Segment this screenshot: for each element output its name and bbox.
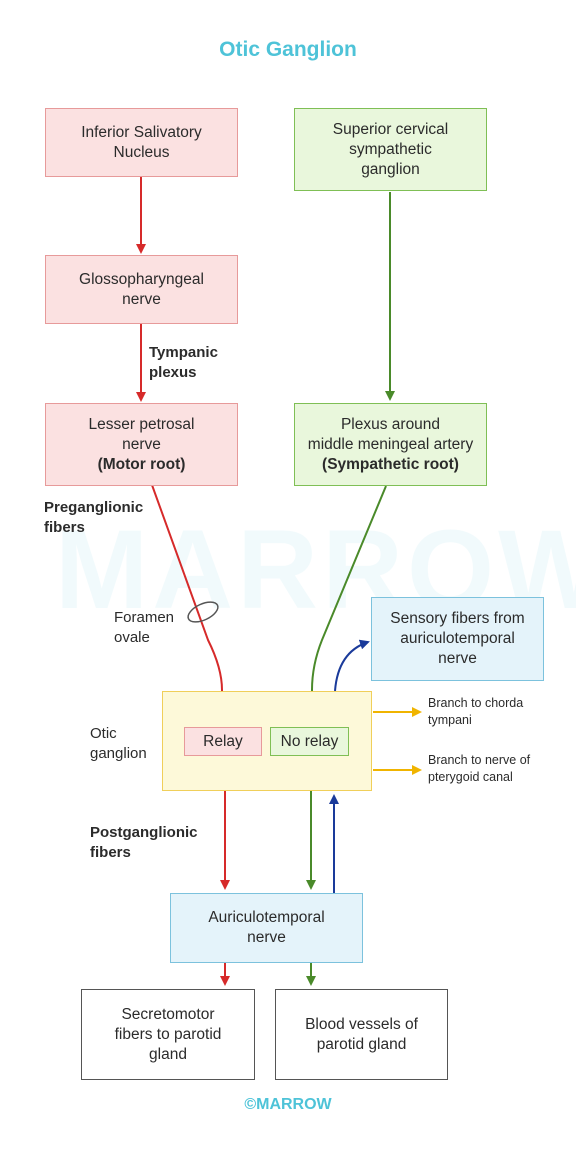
- foramen-ovale-ring: [187, 601, 219, 623]
- glossopharyngeal-nerve-box: Glossopharyngeal nerve: [45, 255, 238, 324]
- branch-chorda-line-1: Branch to chorda: [428, 696, 524, 710]
- glossopharyngeal-line-1: Glossopharyngeal: [79, 270, 204, 288]
- postganglionic-fibers-label: Postganglionic fibers: [90, 823, 198, 863]
- sympathetic-root-label: (Sympathetic root): [322, 455, 459, 473]
- secretomotor-line-3: gland: [149, 1045, 187, 1063]
- superior-cervical-line-2: sympathetic: [349, 140, 432, 158]
- branch-pterygoid-canal-label: Branch to nerve of pterygoid canal: [428, 752, 530, 786]
- inferior-salivatory-line-1: Inferior Salivatory: [81, 123, 202, 141]
- diagram-title: Otic Ganglion: [219, 38, 357, 61]
- blood-vessels-box: Blood vessels of parotid gland: [275, 989, 448, 1080]
- inferior-salivatory-nucleus-box: Inferior Salivatory Nucleus: [45, 108, 238, 177]
- lesser-petrosal-nerve-box: Lesser petrosal nerve (Motor root): [45, 403, 238, 486]
- foramen-ovale-label: Foramen ovale: [114, 608, 174, 648]
- sensory-fibers-line-1: Sensory fibers from: [390, 610, 525, 627]
- inferior-salivatory-line-2: Nucleus: [113, 143, 170, 161]
- branch-chorda-tympani-label: Branch to chorda tympani: [428, 695, 523, 729]
- blood-vessels-line-2: parotid gland: [316, 1035, 407, 1053]
- arrow-ganglion-to-sensory-fibers: [334, 639, 370, 692]
- branch-chorda-line-2: tympani: [428, 713, 472, 727]
- otic-ganglion-label: Otic ganglion: [90, 724, 147, 764]
- superior-cervical-line-1: Superior cervical: [332, 120, 449, 138]
- glossopharyngeal-line-2: nerve: [122, 290, 161, 308]
- secretomotor-fibers-box: Secretomotor fibers to parotid gland: [81, 989, 255, 1080]
- no-relay-label: No relay: [280, 732, 339, 750]
- tympanic-plexus-label: Tympanic plexus: [149, 343, 218, 383]
- sensory-fibers-line-2: auriculotemporal: [400, 630, 515, 647]
- preganglionic-line-2: fibers: [44, 519, 85, 536]
- tympanic-plexus-line-2: plexus: [149, 364, 197, 381]
- lesser-petrosal-line-2: nerve: [122, 435, 161, 453]
- auriculotemporal-line-1: Auriculotemporal: [208, 909, 325, 926]
- superior-cervical-line-3: ganglion: [361, 160, 420, 178]
- superior-cervical-ganglion-box: Superior cervical sympathetic ganglion: [294, 108, 487, 191]
- branch-pterygoid-line-1: Branch to nerve of: [428, 753, 531, 767]
- plexus-mma-line-2: middle meningeal artery: [307, 435, 474, 453]
- sensory-fibers-line-3: nerve: [438, 650, 477, 667]
- motor-root-label: (Motor root): [97, 455, 186, 473]
- plexus-mma-line-1: Plexus around: [340, 415, 441, 433]
- lesser-petrosal-line-1: Lesser petrosal: [88, 415, 195, 433]
- auriculotemporal-line-2: nerve: [247, 929, 286, 946]
- postganglionic-line-1: Postganglionic: [90, 824, 198, 841]
- arrow-lesser-petrosal-to-relay: [151, 484, 227, 724]
- arrow-plexus-to-no-relay: [307, 485, 387, 724]
- relay-label: Relay: [203, 732, 243, 750]
- relay-box: Relay: [184, 727, 262, 756]
- copyright-footer: ©MARROW: [244, 1096, 332, 1113]
- otic-ganglion-line-2: ganglion: [90, 745, 147, 762]
- secretomotor-line-1: Secretomotor: [121, 1005, 215, 1023]
- no-relay-box: No relay: [270, 727, 349, 756]
- tympanic-plexus-line-1: Tympanic: [149, 344, 218, 361]
- preganglionic-fibers-label: Preganglionic fibers: [44, 498, 143, 538]
- otic-ganglion-line-1: Otic: [90, 725, 117, 742]
- sensory-fibers-box: Sensory fibers from auriculotemporal ner…: [371, 597, 544, 681]
- postganglionic-line-2: fibers: [90, 844, 131, 861]
- auriculotemporal-nerve-box: Auriculotemporal nerve: [170, 893, 363, 963]
- branch-pterygoid-line-2: pterygoid canal: [428, 770, 513, 784]
- foramen-ovale-line-2: ovale: [114, 629, 150, 646]
- preganglionic-line-1: Preganglionic: [44, 499, 144, 516]
- secretomotor-line-2: fibers to parotid: [114, 1025, 222, 1043]
- blood-vessels-line-1: Blood vessels of: [305, 1015, 418, 1033]
- plexus-middle-meningeal-box: Plexus around middle meningeal artery (S…: [294, 403, 487, 486]
- foramen-ovale-line-1: Foramen: [114, 609, 175, 626]
